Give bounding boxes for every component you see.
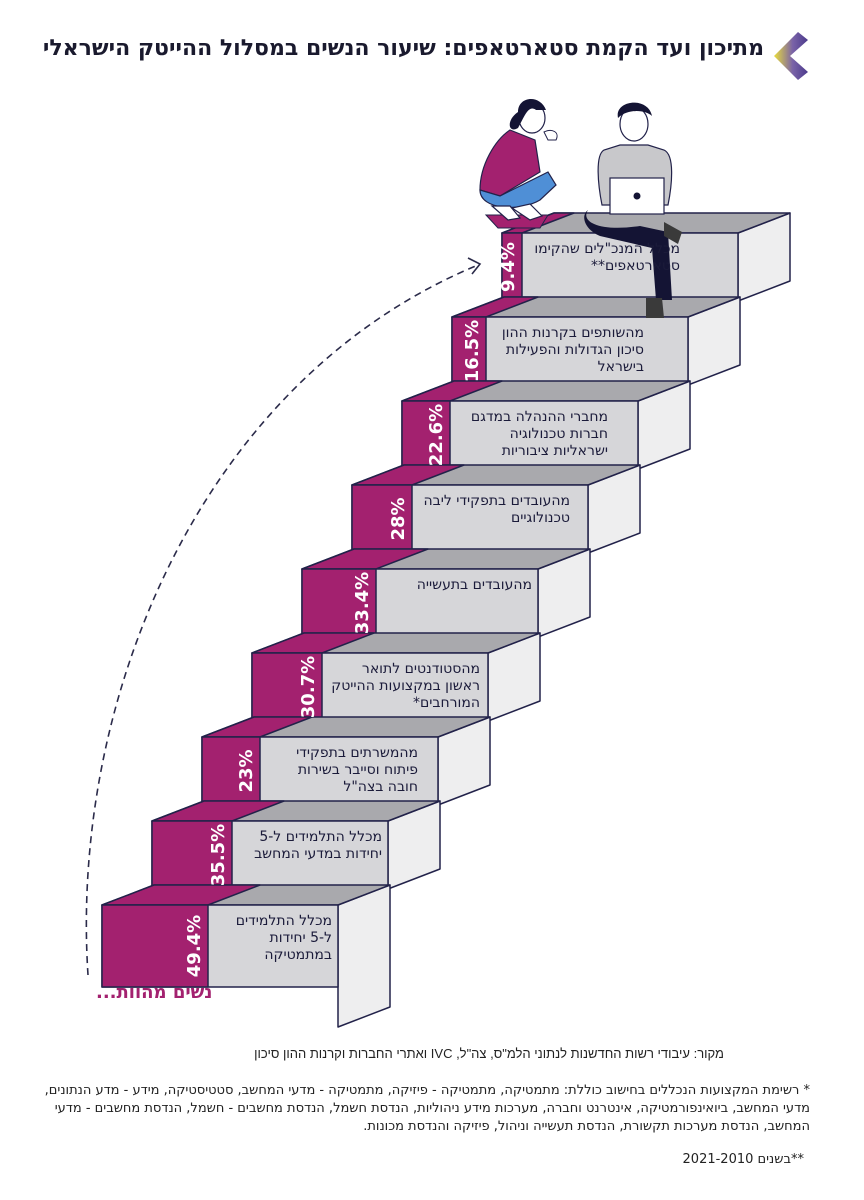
step-percent-bar [101, 904, 209, 988]
step-percent-value: 16.5% [462, 319, 483, 383]
step-percent-value: 33.4% [352, 571, 373, 635]
logo-chevron-icon [774, 32, 808, 80]
step-percent-value: 23% [236, 749, 257, 793]
step-description: מהסטודנטים לתואר ראשון במקצועות ההייטק ה… [331, 661, 480, 711]
step-description: מהשותפים בקרנות ההון סיכון הגדולות והפעי… [501, 325, 644, 375]
step-description: מחברי ההנהלה במדגם חברות טכנולוגיה ישראל… [470, 409, 608, 459]
women-represent-label: נשים מהוות... [96, 982, 213, 1003]
page-title: מתיכון ועד הקמת סטארטאפים: שיעור הנשים ב… [42, 36, 764, 61]
dashed-progress-arrow [85, 264, 479, 976]
woman-crouching-icon [479, 98, 558, 229]
step-percent-value: 30.7% [298, 655, 319, 719]
arrow-head-icon [467, 257, 482, 275]
source-note: מקור: עיבודי רשות החדשנות לנתוני הלמ"ס, … [254, 1046, 724, 1061]
step-percent-value: 35.5% [208, 823, 229, 887]
step-description: מכלל התלמידים ל-5 יחידות במדעי המחשב [254, 829, 382, 862]
step-percent-value: 22.6% [426, 403, 447, 467]
step-description: מכלל המנכ"לים שהקימו סטארטאפים** [534, 241, 680, 274]
step-percent-value: 28% [388, 497, 409, 541]
step-side-face [337, 884, 391, 1028]
footnote-star: * רשימת המקצועות הנכללים בחישוב כוללת: מ… [44, 1083, 810, 1134]
step-description: מכלל התלמידים ל-5 יחידות במתמטיקה [235, 913, 332, 963]
step-description: מהעובדים בתעשייה [416, 577, 532, 593]
step-description: מהמשרתים בתפקידי פיתוח וסייבר בשירות חוב… [296, 745, 418, 795]
footnote-double-star: **בשנים 2021-2010 [682, 1152, 804, 1167]
man-with-laptop-icon [584, 102, 682, 318]
step-percent-value: 9.4% [498, 242, 519, 292]
step-description: מהעובדים בתפקידי ליבה טכנולוגיים [423, 493, 571, 526]
step-percent-value: 49.4% [184, 914, 205, 978]
